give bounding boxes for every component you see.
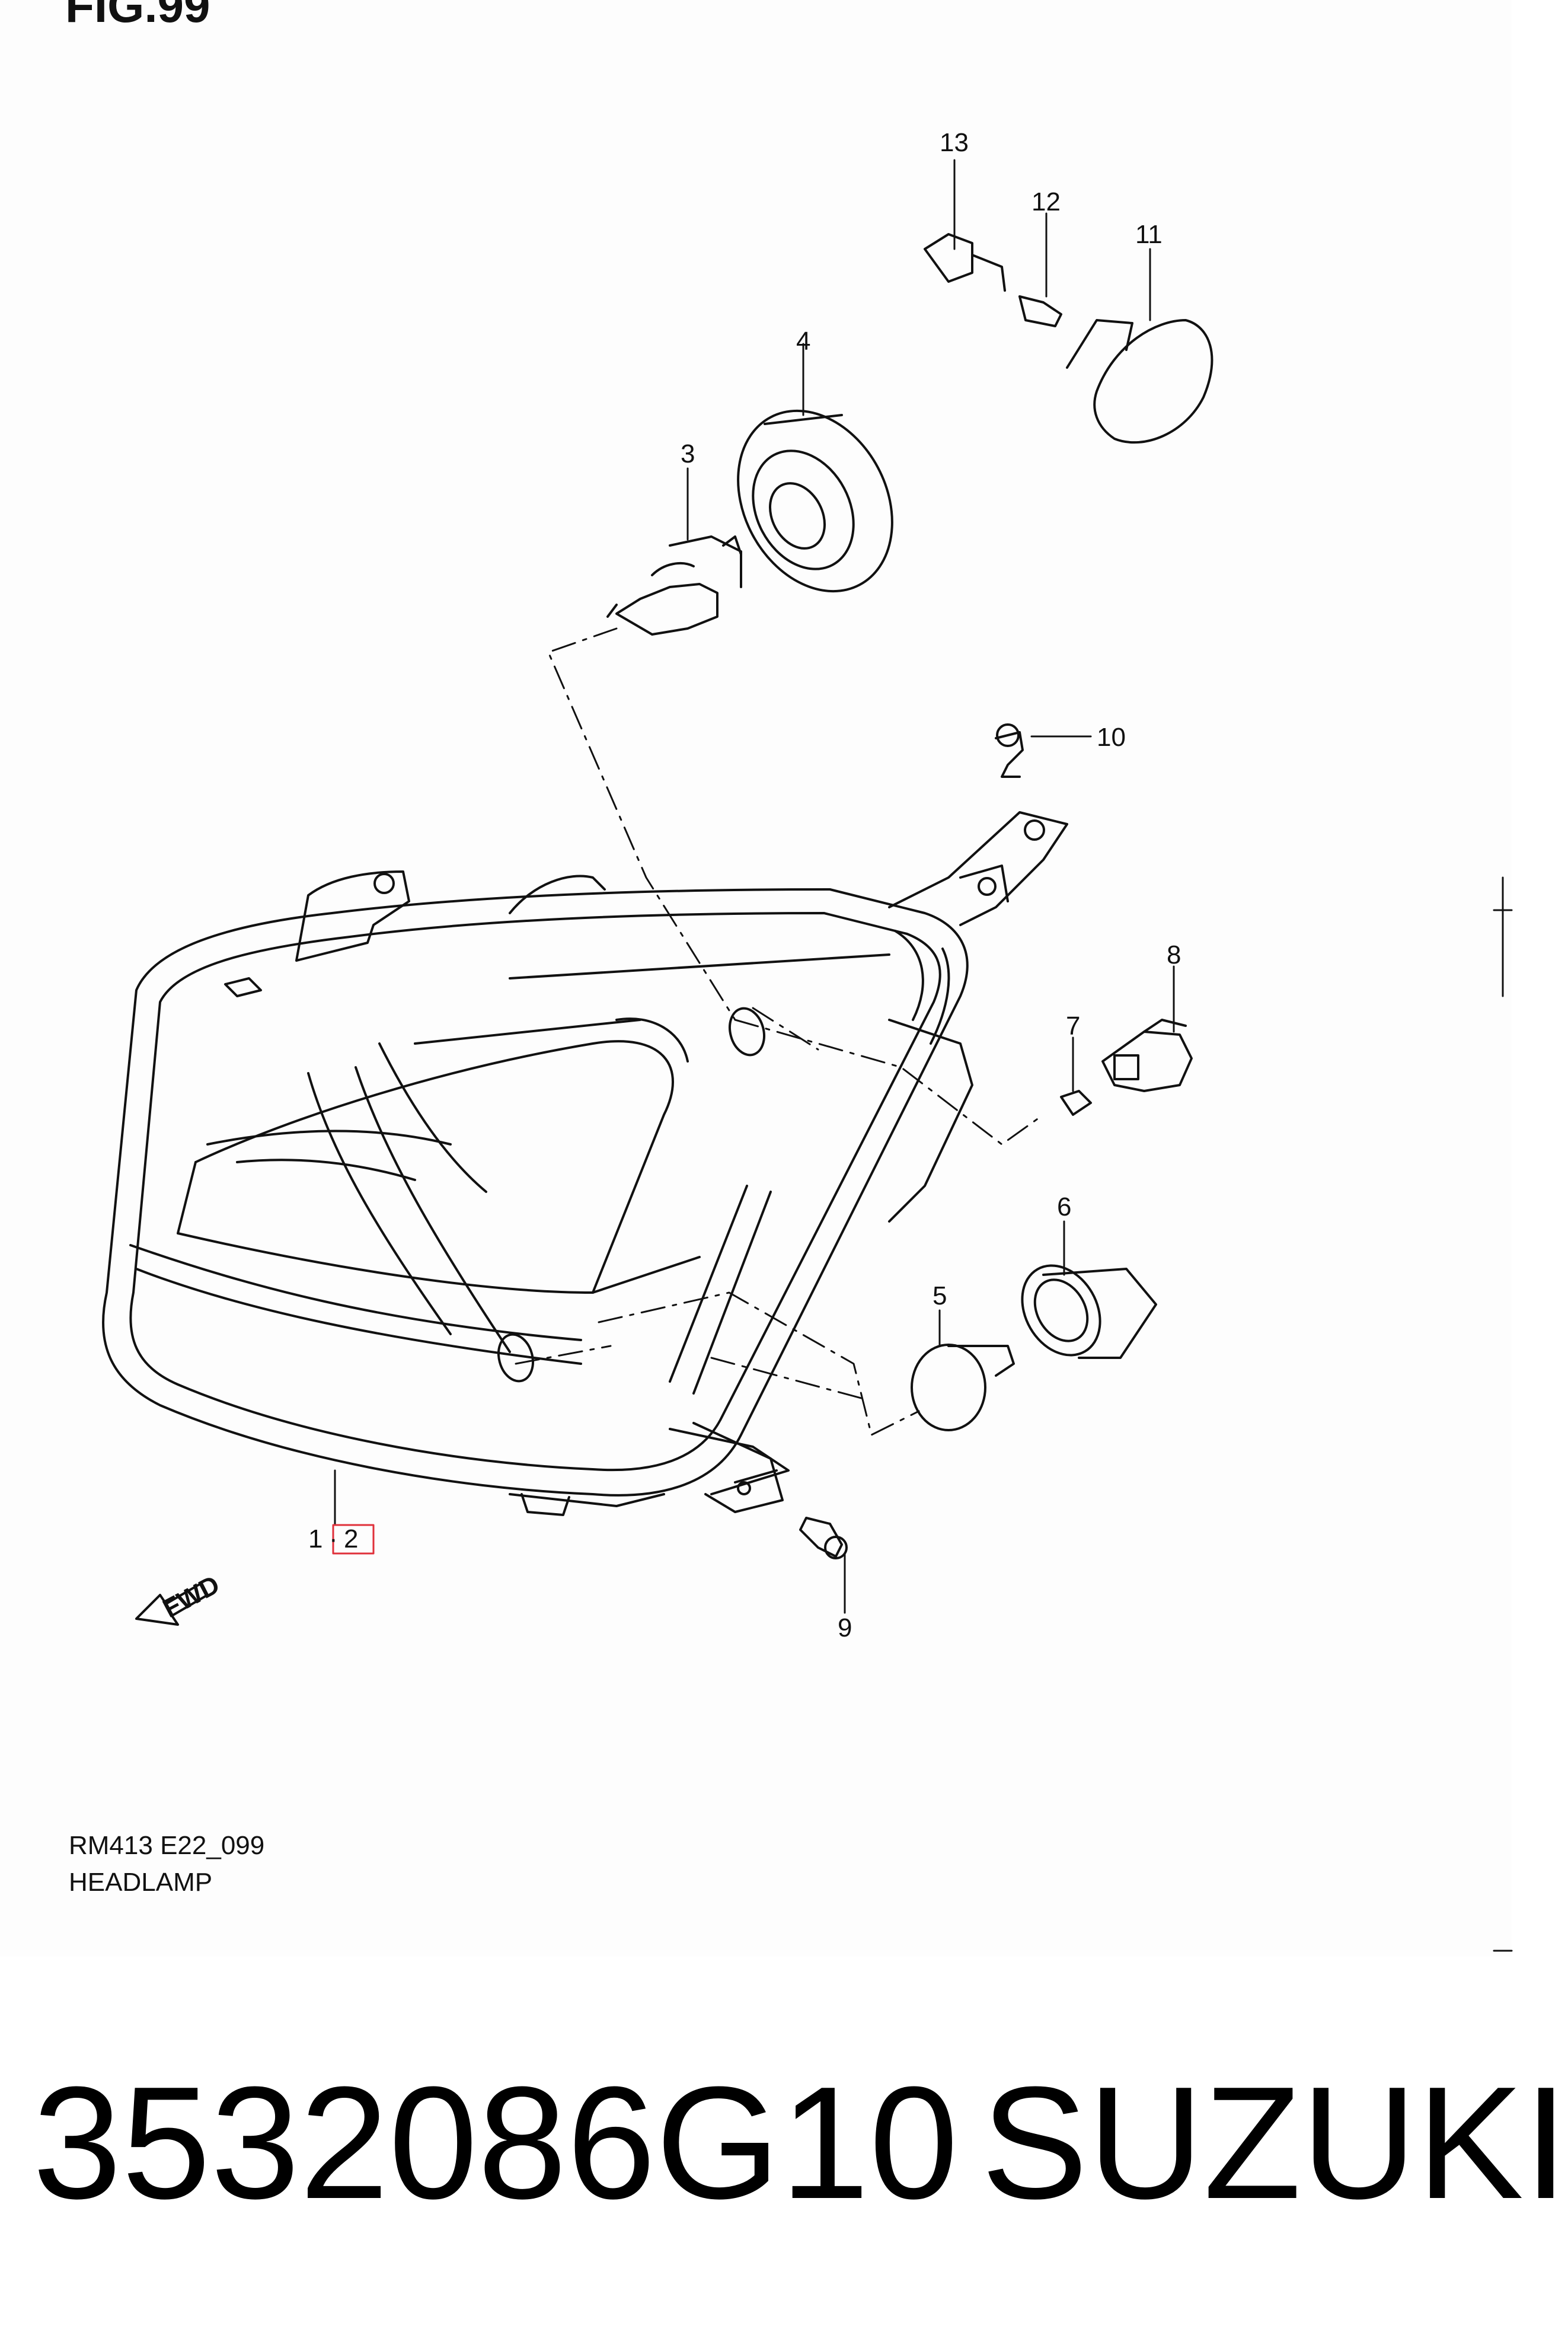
callout-8: 8 bbox=[1167, 940, 1181, 969]
callout-9: 9 bbox=[838, 1613, 852, 1642]
fwd-label: FWD bbox=[158, 1570, 224, 1623]
bulb-part-5 bbox=[911, 1344, 1015, 1431]
callout-labels: 1 · 2 3 4 5 6 7 8 9 10 11 12 13 bbox=[308, 128, 1181, 1642]
mounting-bracket-top bbox=[295, 870, 606, 962]
callout-13: 13 bbox=[940, 128, 969, 157]
figure-title: FIG.99 bbox=[65, 0, 210, 32]
fwd-arrow-icon: FWD bbox=[135, 1570, 224, 1626]
callout-3: 3 bbox=[681, 439, 695, 468]
callout-11: 11 bbox=[1135, 220, 1163, 249]
callout-6: 6 bbox=[1057, 1192, 1071, 1221]
diagram-panel bbox=[0, 0, 1512, 1957]
leader-lines bbox=[334, 159, 1175, 1614]
callout-4: 4 bbox=[796, 327, 810, 356]
socket-part-8 bbox=[1101, 1019, 1193, 1092]
callout-5: 5 bbox=[933, 1281, 947, 1310]
headlamp-housing bbox=[102, 888, 973, 1516]
brand-name: SUZUKI bbox=[981, 2054, 1568, 2232]
rubber-cover-part-4 bbox=[737, 409, 893, 593]
mounting-bracket-right bbox=[888, 811, 1068, 926]
callout-dash: · bbox=[329, 1524, 338, 1553]
callout-7: 7 bbox=[1066, 1012, 1080, 1041]
diagram-name: HEADLAMP bbox=[69, 1868, 213, 1897]
bulb-part-7 bbox=[1060, 1090, 1092, 1116]
side-clip bbox=[224, 977, 262, 997]
bolt-part-9 bbox=[799, 1517, 848, 1559]
socket-part-6 bbox=[1021, 1264, 1157, 1359]
diagram-code: RM413 E22_099 bbox=[69, 1831, 265, 1860]
headlamp-exploded-diagram: FWD 1 · 2 3 4 5 6 7 8 9 10 11 12 13 bbox=[102, 128, 1513, 1952]
callout-1: 1 bbox=[308, 1524, 322, 1553]
screw-part-10 bbox=[995, 723, 1024, 778]
edge-marks bbox=[1493, 876, 1513, 1952]
callout-12: 12 bbox=[1032, 187, 1061, 216]
part-number: 3532086G10 bbox=[33, 2054, 959, 2232]
assembly-lines bbox=[515, 627, 1045, 1436]
side-marker-lamp bbox=[924, 233, 1213, 444]
callout-2: 2 bbox=[344, 1524, 358, 1553]
callout-10: 10 bbox=[1097, 723, 1126, 752]
callout-2-highlight bbox=[332, 1524, 375, 1555]
bulb-part-3 bbox=[606, 535, 742, 636]
